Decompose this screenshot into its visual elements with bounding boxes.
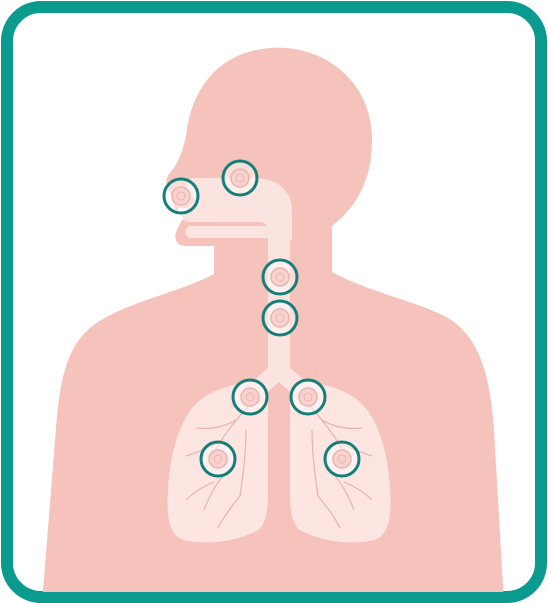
marker-larynx[interactable] bbox=[263, 260, 297, 294]
marker-mouth[interactable] bbox=[164, 179, 198, 213]
marker-left-lung[interactable] bbox=[201, 442, 235, 476]
oral-passage bbox=[186, 226, 271, 238]
marker-right-main-bronchus[interactable] bbox=[291, 380, 325, 414]
marker-right-lung[interactable] bbox=[325, 442, 359, 476]
marker-nasal-cavity[interactable] bbox=[223, 161, 257, 195]
marker-trachea[interactable] bbox=[263, 301, 297, 335]
marker-left-main-bronchus[interactable] bbox=[233, 380, 267, 414]
